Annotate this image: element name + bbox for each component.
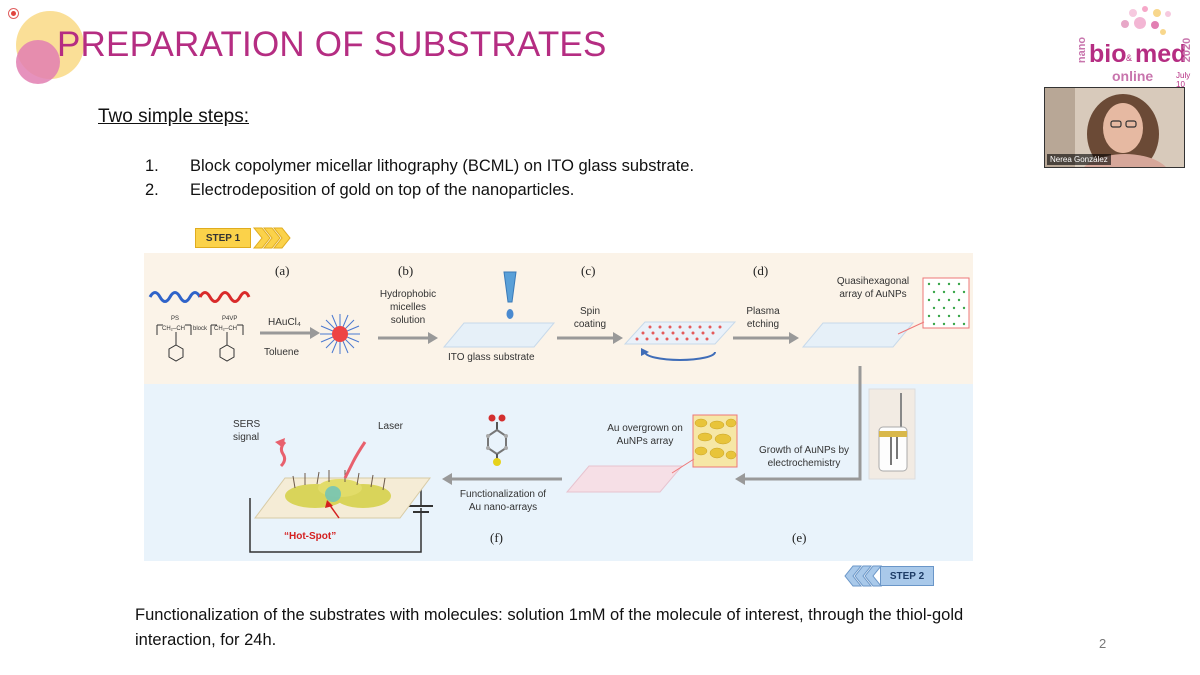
thiol-molecule-icon	[486, 414, 508, 466]
arrow-a-icon	[260, 327, 320, 339]
spin-label: Spin coating	[573, 306, 607, 330]
zoom-connector-e	[671, 458, 695, 474]
logo-date: July 10	[1176, 71, 1191, 89]
etched-substrate	[801, 322, 915, 348]
panel-label-a: (a)	[275, 263, 290, 278]
logo-year: 2020	[1181, 37, 1194, 63]
logo-bio: bio	[1089, 40, 1127, 68]
sers-substrate-scene	[249, 438, 433, 553]
micelle-icon	[320, 314, 360, 354]
panel-label-c: (c)	[581, 263, 596, 278]
au-overgrown-zoom	[692, 414, 738, 468]
panel-label-e: (e)	[792, 530, 807, 545]
arrow-b-icon	[378, 332, 438, 344]
step1-chevrons-icon	[252, 227, 291, 249]
step2-panel	[144, 384, 973, 561]
step-text: Electrodeposition of gold on top of the …	[190, 181, 575, 199]
panel-label-b: (b)	[398, 263, 414, 278]
step-connector-arrow	[735, 366, 862, 485]
au-overgrown-substrate	[565, 465, 684, 493]
step-number: 2.	[145, 181, 159, 199]
chain-right-label: CH₂–CH	[214, 326, 237, 332]
sers-label: SERS signal	[233, 419, 261, 443]
conference-logo: nano bio & med 2020 online July 10	[1075, 4, 1200, 89]
logo-bubbles	[1121, 6, 1171, 35]
step-item-2: 2. Electrodeposition of gold on top of t…	[145, 181, 845, 203]
ps-label: PS	[171, 316, 180, 322]
block-copolymer-icon	[148, 291, 251, 362]
decorative-circles	[16, 11, 84, 84]
slide-title: PREPARATION OF SUBSTRATES	[57, 25, 607, 64]
solvent-label: Toluene	[264, 347, 300, 358]
reagent-label: HAuCl₄	[268, 317, 301, 328]
step2-chevrons-icon	[844, 565, 883, 587]
ito-label: ITO glass substrate	[448, 352, 535, 363]
step-text: Block copolymer micellar lithography (BC…	[190, 157, 695, 175]
webcam-video[interactable]: Nerea González	[1044, 87, 1185, 168]
page-number: 2	[1099, 636, 1107, 651]
laser-label: Laser	[378, 421, 404, 432]
growth-label: Growth of AuNPs by electrochemistry	[758, 445, 850, 469]
auNP-array-zoom	[922, 277, 970, 329]
ito-glass-substrate	[442, 322, 556, 348]
panel-label-f: (f)	[490, 530, 503, 545]
logo-amp: &	[1126, 53, 1133, 63]
spin-coated-substrate	[623, 321, 737, 361]
zoom-connector-d	[897, 321, 925, 335]
recording-indicator-icon	[8, 8, 19, 19]
steps-heading: Two simple steps:	[98, 106, 249, 127]
step-number: 1.	[145, 157, 159, 175]
footer-text: Functionalization of the substrates with…	[135, 606, 964, 649]
arrow-c-icon	[557, 332, 623, 344]
participant-name: Nerea González	[1047, 154, 1111, 165]
logo-nano: nano	[1076, 36, 1089, 64]
hotspot-label: “Hot-Spot”	[284, 531, 337, 542]
au-over-label: Au overgrown on AuNPs array	[607, 423, 683, 447]
logo-online: online	[1112, 68, 1154, 84]
step2-badge: STEP 2	[880, 566, 934, 586]
arrow-d-icon	[733, 332, 799, 344]
chain-left-label: CH₂–CH	[162, 326, 185, 332]
hydrophobic-label: Hydrophobic micelles solution	[379, 289, 437, 326]
step-item-1: 1. Block copolymer micellar lithography …	[145, 157, 845, 179]
step1-panel	[144, 253, 973, 384]
quasi-label: Quasihexagonal array of AuNPs	[836, 276, 910, 300]
block-label: block	[193, 326, 208, 332]
arrow-f-icon	[442, 473, 562, 485]
step1-badge: STEP 1	[195, 228, 251, 248]
p4vp-label: P4VP	[222, 316, 238, 322]
panel-label-d: (d)	[753, 263, 769, 278]
electrochemical-cell-icon	[868, 388, 916, 480]
pipette-icon	[503, 271, 517, 319]
functionalization-label: Functionalization of Au nano-arrays	[459, 489, 547, 513]
logo-med: med	[1135, 40, 1187, 68]
plasma-label: Plasma etching	[746, 306, 780, 330]
